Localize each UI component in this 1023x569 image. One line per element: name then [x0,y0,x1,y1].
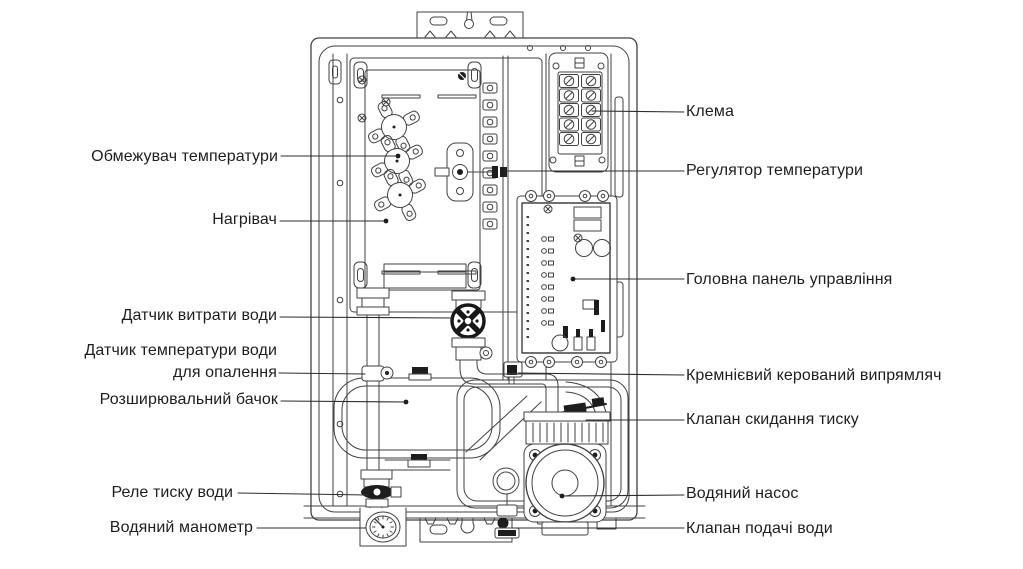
keyhole-icon [464,19,474,29]
callout-water-pressure-gauge: Водяний манометр [109,519,253,536]
callout-terminal: Клема [686,103,734,120]
water-pump [523,397,611,536]
callout-pressure-relief-valve: Клапан скидання тиску [686,411,859,428]
callout-temperature-regulator: Регулятор температури [686,162,864,179]
water-supply-valve [492,467,520,539]
water-pressure-gauge [359,507,407,547]
callout-temperature-limiter: Обмежувач температури [91,148,278,165]
water-flow-sensor [450,303,486,339]
heater-assembly [349,57,543,313]
heating-water-temp-sensor [361,365,394,382]
leader-lines [237,110,685,529]
callout-scr-rectifier: Кремнієвий керований випрямляч [686,367,942,384]
mounting-bracket [416,11,524,39]
temperature-limiters [364,97,430,225]
callout-main-control-panel: Головна панель управління [686,271,893,288]
terminal-strip [482,82,498,230]
pipes [356,287,559,471]
gauge-ticks [372,516,394,538]
callout-water-pump: Водяний насос [686,485,799,502]
callout-water-flow-sensor: Датчик витрати води [121,307,277,324]
callout-heater: Нагрівач [212,211,277,228]
callout-heating-water-temp-sensor: Датчик температури води для опалення [84,342,277,381]
expansion-tank [333,367,501,459]
scr-rectifier [503,361,523,385]
callout-expansion-tank: Розширювальний бачок [99,391,278,408]
main-control-panel [516,190,618,368]
leader-dots [383,153,576,499]
callout-water-pressure-relay: Реле тиску води [111,484,233,501]
callout-water-supply-valve: Клапан подачі води [686,520,833,537]
temperature-regulator [434,142,507,202]
terminal-block [548,52,609,173]
pcb-pin-row [526,216,529,338]
water-pressure-relay [360,469,402,519]
